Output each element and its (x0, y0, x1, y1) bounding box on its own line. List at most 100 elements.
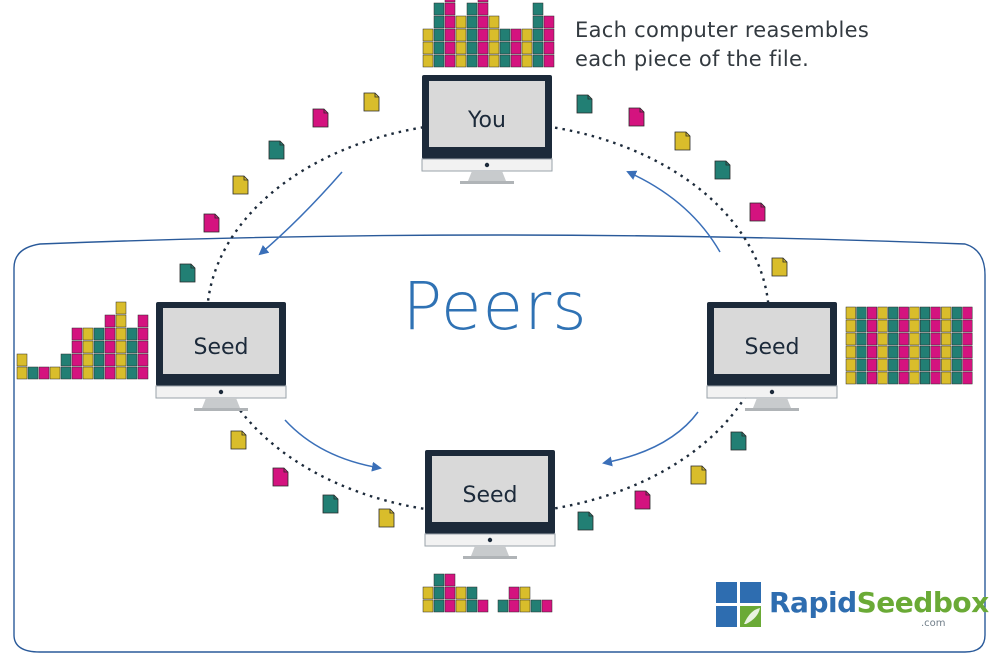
file-icon (272, 467, 289, 487)
file-piece (137, 314, 149, 328)
file-piece (962, 332, 973, 346)
file-piece (909, 345, 920, 359)
file-piece (888, 332, 899, 346)
file-icon (363, 92, 380, 112)
file-icon (312, 108, 329, 128)
file-piece (909, 371, 920, 385)
file-piece (488, 54, 500, 68)
file-piece (71, 327, 83, 341)
file-piece (422, 28, 434, 42)
file-piece (532, 41, 544, 55)
file-piece (49, 366, 61, 380)
file-piece (71, 353, 83, 367)
file-piece (543, 28, 555, 42)
file-piece (433, 573, 445, 587)
file-piece (856, 306, 867, 320)
file-piece (845, 306, 856, 320)
file-piece (433, 54, 445, 68)
file-piece (126, 353, 138, 367)
file-piece (115, 353, 127, 367)
file-icon (628, 107, 645, 127)
file-piece (941, 319, 952, 333)
peers-label: Peers (402, 268, 588, 345)
file-piece (477, 0, 489, 3)
rapidseedbox-logo-icon (716, 582, 761, 627)
file-piece (115, 366, 127, 380)
file-piece (888, 371, 899, 385)
file-piece (919, 332, 931, 346)
file-piece (951, 319, 962, 333)
file-piece (951, 358, 962, 372)
file-piece (941, 345, 952, 359)
arrow-you-to-left-seed (258, 171, 343, 256)
file-piece (866, 319, 878, 333)
file-piece (930, 371, 941, 385)
file-piece (866, 371, 878, 385)
file-piece (444, 0, 456, 3)
file-piece (951, 332, 962, 346)
file-piece (898, 371, 909, 385)
file-piece (877, 332, 888, 346)
file-piece (466, 54, 478, 68)
file-piece (532, 2, 544, 16)
file-piece (422, 586, 434, 600)
file-icon (577, 511, 594, 531)
arrow-right-seed-to-you (626, 170, 721, 253)
file-piece (962, 358, 973, 372)
file-piece (856, 319, 867, 333)
file-piece (137, 353, 149, 367)
file-piece (919, 371, 931, 385)
computer-label-seed-right: Seed (745, 335, 800, 360)
file-piece (930, 319, 941, 333)
file-piece (433, 41, 445, 55)
file-pieces-left-seed (16, 301, 149, 380)
file-piece (60, 366, 72, 380)
file-piece (532, 15, 544, 29)
file-piece (888, 319, 899, 333)
file-piece (455, 41, 467, 55)
file-piece (444, 586, 456, 600)
file-icon (203, 213, 220, 233)
file-piece (519, 586, 531, 600)
file-piece (137, 366, 149, 380)
logo-dotcom: .com (921, 618, 946, 629)
file-piece (845, 345, 856, 359)
file-piece (126, 366, 138, 380)
file-piece (543, 54, 555, 68)
arrow-left-seed-to-bottom (284, 419, 382, 472)
file-piece (962, 345, 973, 359)
file-piece (930, 345, 941, 359)
file-icon (179, 263, 196, 283)
file-piece (433, 28, 445, 42)
file-piece (477, 41, 489, 55)
file-piece (466, 41, 478, 55)
file-piece (82, 327, 94, 341)
file-piece (444, 54, 456, 68)
file-piece (519, 599, 531, 613)
file-pieces-you (422, 0, 555, 68)
file-piece (104, 353, 116, 367)
file-piece (104, 327, 116, 341)
file-piece (477, 2, 489, 16)
computer-label-seed-bottom: Seed (463, 483, 518, 508)
computer-you: You (421, 74, 553, 185)
file-piece (543, 15, 555, 29)
file-piece (856, 371, 867, 385)
computer-seed-right: Seed (706, 301, 838, 412)
file-piece (93, 340, 105, 354)
file-icon (730, 431, 747, 451)
file-piece (888, 306, 899, 320)
file-piece (93, 353, 105, 367)
file-piece (898, 332, 909, 346)
file-piece (93, 366, 105, 380)
file-piece (444, 15, 456, 29)
caption-line-2: each piece of the file. (575, 47, 810, 71)
file-piece (126, 340, 138, 354)
file-piece (477, 28, 489, 42)
file-pieces-bottom-seed (422, 573, 553, 613)
file-icon (576, 94, 593, 114)
file-piece (444, 599, 456, 613)
file-piece (82, 340, 94, 354)
file-piece (530, 599, 542, 613)
